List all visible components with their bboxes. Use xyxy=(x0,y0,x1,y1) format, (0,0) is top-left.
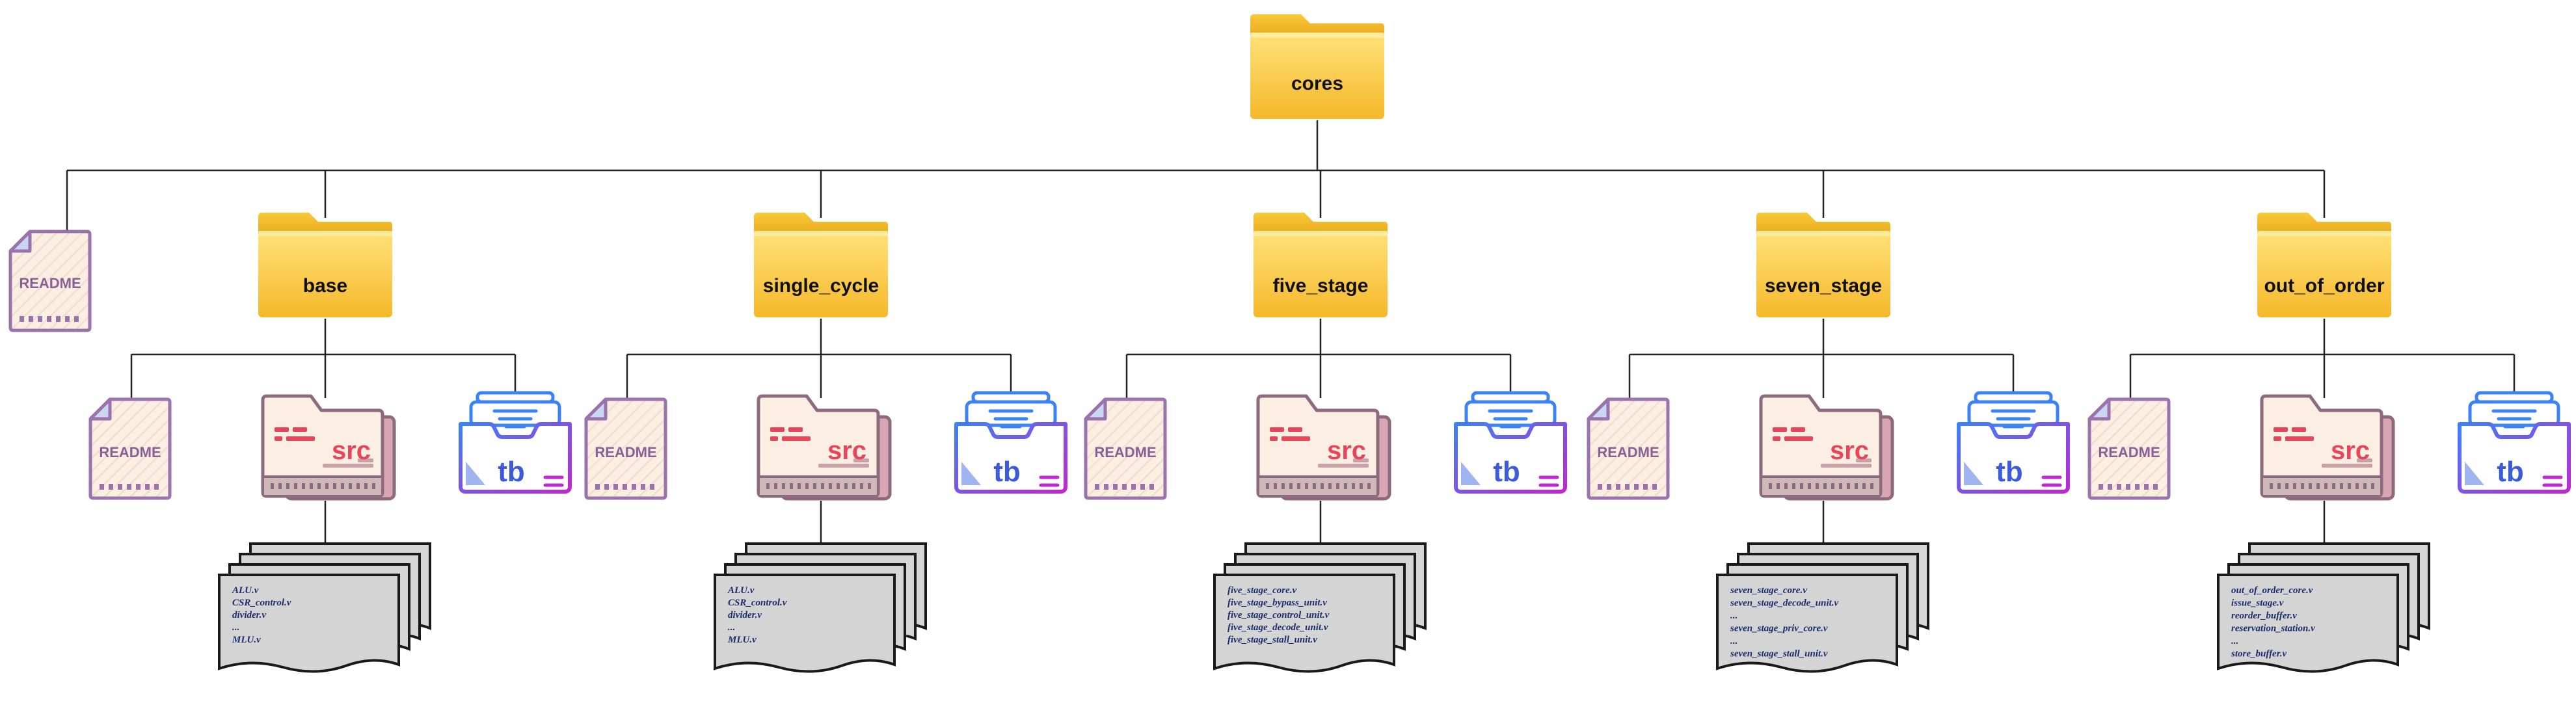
source-file-name[interactable]: five_stage_core.v xyxy=(1228,585,1297,596)
source-files-stack: seven_stage_core.v seven_stage_decode_uni… xyxy=(1716,542,1929,673)
tb-folder[interactable]: tb xyxy=(1959,393,2068,492)
source-files-stack: out_of_order_core.v issue_stage.v reorder_… xyxy=(2217,542,2430,673)
folder-icon xyxy=(258,213,392,317)
src-folder[interactable]: src xyxy=(263,396,394,499)
source-file-name[interactable]: five_stage_stall_unit.v xyxy=(1228,635,1317,645)
source-file-name[interactable]: MLU.v xyxy=(232,635,261,645)
root-folder-icon xyxy=(1250,14,1384,119)
source-file-name[interactable]: CSR_control.v xyxy=(728,598,787,608)
source-file-name[interactable]: seven_stage_priv_core.v xyxy=(1730,624,1828,634)
tb-label: tb xyxy=(498,456,525,488)
tree-connectors xyxy=(66,120,2516,544)
folder-icon xyxy=(754,213,888,317)
source-file-name[interactable]: issue_stage.v xyxy=(2231,598,2284,609)
tb-label: tb xyxy=(993,456,1021,488)
source-file-name[interactable]: CSR_control.v xyxy=(232,598,291,608)
readme-file[interactable]: README xyxy=(1589,399,1668,498)
src-folder-icon xyxy=(2262,396,2393,499)
src-label: src xyxy=(827,436,866,465)
source-file-name[interactable]: divider.v xyxy=(232,610,266,620)
readme-file[interactable]: README xyxy=(586,399,665,498)
root-readme-label: README xyxy=(19,275,81,291)
branch-folder-label: five_stage xyxy=(1273,275,1369,297)
source-file-name[interactable]: seven_stage_decode_unit.v xyxy=(1730,598,1839,609)
readme-label: README xyxy=(595,444,656,460)
source-file-name[interactable]: five_stage_bypass_unit.v xyxy=(1228,598,1327,608)
src-label: src xyxy=(332,436,371,465)
tb-folder[interactable]: tb xyxy=(461,393,570,492)
source-file-name[interactable]: ... xyxy=(728,622,735,633)
tb-folder[interactable]: tb xyxy=(2460,393,2569,492)
tb-label: tb xyxy=(2497,456,2524,488)
branch-folder-label: out_of_order xyxy=(2264,275,2384,297)
src-folder[interactable]: src xyxy=(758,396,890,499)
branch-folder[interactable]: seven_stage xyxy=(1756,213,1890,317)
source-file-name[interactable]: store_buffer.v xyxy=(2231,649,2287,659)
source-file-name[interactable]: ... xyxy=(232,622,239,633)
source-file-name[interactable]: seven_stage_core.v xyxy=(1730,585,1807,596)
tb-folder[interactable]: tb xyxy=(956,393,1066,492)
root-folder-label: cores xyxy=(1291,73,1343,94)
root-readme-file[interactable]: README xyxy=(10,232,90,330)
src-folder-icon xyxy=(1761,396,1892,499)
src-folder-icon xyxy=(1258,396,1389,499)
readme-file[interactable]: README xyxy=(90,399,170,498)
branch-folder[interactable]: five_stage xyxy=(1254,213,1388,317)
source-file-name[interactable]: five_stage_decode_unit.v xyxy=(1228,622,1328,633)
source-file-name[interactable]: ... xyxy=(1730,611,1737,621)
branch-folder-label: single_cycle xyxy=(763,275,879,297)
source-file-name[interactable]: five_stage_control_unit.v xyxy=(1228,610,1330,620)
readme-label: README xyxy=(2098,444,2160,460)
branch-folder[interactable]: out_of_order xyxy=(2257,213,2391,317)
folder-icon xyxy=(2257,213,2391,317)
root-folder[interactable]: cores xyxy=(1250,14,1384,119)
src-folder[interactable]: src xyxy=(2262,396,2393,499)
readme-label: README xyxy=(99,444,161,460)
tb-label: tb xyxy=(1493,456,1520,488)
src-label: src xyxy=(2331,436,2370,465)
src-folder-icon xyxy=(263,396,394,499)
tb-folder[interactable]: tb xyxy=(1456,393,1565,492)
src-folder-icon xyxy=(758,396,890,499)
source-file-name[interactable]: reorder_buffer.v xyxy=(2231,611,2297,621)
source-file-name[interactable]: seven_stage_stall_unit.v xyxy=(1730,649,1828,659)
folder-icon xyxy=(1756,213,1890,317)
branch-folder-label: base xyxy=(303,275,347,297)
source-file-name[interactable]: MLU.v xyxy=(727,635,757,645)
source-files-stack: five_stage_core.v five_stage_bypass_unit.… xyxy=(1213,542,1427,673)
src-folder[interactable]: src xyxy=(1258,396,1389,499)
src-label: src xyxy=(1327,436,1366,465)
readme-label: README xyxy=(1597,444,1659,460)
readme-file[interactable]: README xyxy=(1086,399,1165,498)
src-label: src xyxy=(1830,436,1869,465)
src-folder[interactable]: src xyxy=(1761,396,1892,499)
source-file-name[interactable]: out_of_order_core.v xyxy=(2231,585,2313,596)
source-file-name[interactable]: ALU.v xyxy=(232,585,259,596)
source-file-name[interactable]: reservation_station.v xyxy=(2231,624,2315,634)
tb-label: tb xyxy=(1996,456,2023,488)
branch-folder[interactable]: base xyxy=(258,213,392,317)
branch-folder[interactable]: single_cycle xyxy=(754,213,888,317)
source-file-name[interactable]: ... xyxy=(2231,636,2238,646)
branch-folder-label: seven_stage xyxy=(1765,275,1882,297)
source-file-name[interactable]: ALU.v xyxy=(727,585,755,596)
folder-icon xyxy=(1254,213,1388,317)
readme-file[interactable]: README xyxy=(2089,399,2169,498)
source-file-name[interactable]: divider.v xyxy=(728,610,762,620)
readme-label: README xyxy=(1094,444,1156,460)
source-file-name[interactable]: ... xyxy=(1730,636,1737,646)
